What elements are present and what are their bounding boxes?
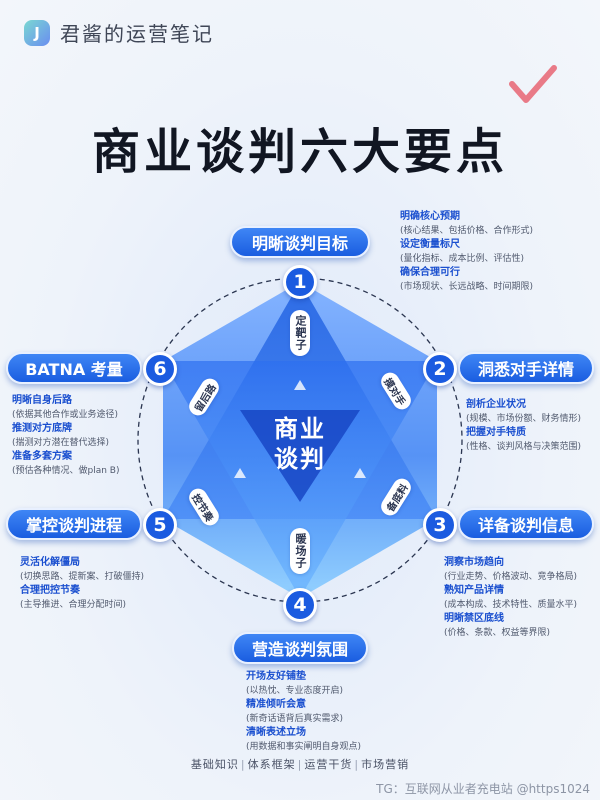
arrow-left-icon	[234, 468, 246, 478]
watermark: TG：互联网从业者充电站 @https1024	[376, 782, 590, 796]
arrow-up-icon	[294, 380, 306, 390]
center-label: 商业 谈判	[250, 414, 350, 474]
note-heading: 准备多套方案	[12, 451, 72, 462]
node-4-tag: 暖场子	[290, 528, 310, 574]
note-detail: (以热忱、专业态度开启)	[246, 686, 344, 696]
note-detail: (行业走势、价格波动、竞争格局)	[444, 572, 578, 582]
node-2-label[interactable]: 洞悉对手详情	[458, 352, 594, 384]
node-2-number: 2	[423, 352, 457, 386]
note-heading: 设定衡量标尺	[400, 239, 460, 250]
note-detail: (市场现状、长远战略、时间期限)	[400, 282, 534, 292]
note-detail: (新奇话语背后真实需求)	[246, 714, 344, 724]
check-mark-icon	[509, 65, 557, 103]
notes-node-1: 明确核心预期 (核心结果、包括价格、合作形式) 设定衡量标尺 (量化指标、成本比…	[400, 210, 590, 294]
footer-categories: 基础知识|体系框架|运营干货|市场营销	[190, 758, 410, 771]
node-5-number: 5	[143, 508, 177, 542]
node-1-tag: 定靶子	[290, 310, 310, 356]
node-1-label[interactable]: 明晰谈判目标	[230, 226, 370, 258]
center-line-2: 谈判	[274, 445, 326, 473]
note-detail: (依据其他合作或业务途径)	[12, 410, 119, 420]
node-1-number: 1	[283, 265, 317, 299]
note-detail: (成本构成、技术特性、质量水平)	[444, 600, 578, 610]
note-heading: 开场友好铺垫	[246, 671, 306, 682]
note-heading: 推测对方底牌	[12, 423, 72, 434]
node-3-number: 3	[423, 508, 457, 542]
notes-node-4: 开场友好铺垫 (以热忱、专业态度开启) 精准倾听会意 (新奇话语背后真实需求) …	[246, 670, 446, 754]
footer-item[interactable]: 基础知识	[190, 758, 239, 771]
note-detail: (揣测对方潜在替代选择)	[12, 438, 110, 448]
brand-logo-icon: J	[24, 19, 50, 46]
note-heading: 确保合理可行	[400, 267, 460, 278]
brand: J 君酱的运营笔记	[24, 18, 214, 47]
note-detail: (核心结果、包括价格、合作形式)	[400, 226, 534, 236]
node-3-label[interactable]: 详备谈判信息	[458, 508, 594, 540]
center-line-1: 商业	[274, 415, 326, 443]
notes-node-5: 灵活化解僵局 (切换思路、提新案、打破僵持) 合理把控节奏 (主导推进、合理分配…	[20, 556, 180, 612]
notes-node-2: 剖析企业状况 (规模、市场份额、财务情形) 把握对手特质 (性格、谈判风格与决策…	[466, 398, 596, 454]
note-heading: 合理把控节奏	[20, 585, 80, 596]
note-heading: 明晰自身后路	[12, 395, 72, 406]
note-heading: 洞察市场趋向	[444, 557, 504, 568]
footer-item[interactable]: 体系框架	[247, 758, 296, 771]
node-6-label[interactable]: BATNA 考量	[6, 352, 142, 384]
footer-item[interactable]: 市场营销	[361, 758, 410, 771]
notes-node-6: 明晰自身后路 (依据其他合作或业务途径) 推测对方底牌 (揣测对方潜在替代选择)…	[12, 394, 162, 478]
note-detail: (量化指标、成本比例、评估性)	[400, 254, 525, 264]
note-heading: 灵活化解僵局	[20, 557, 80, 568]
node-6-number: 6	[143, 352, 177, 386]
note-heading: 把握对手特质	[466, 427, 526, 438]
arrow-right-icon	[354, 468, 366, 478]
node-5-label[interactable]: 掌控谈判进程	[6, 508, 142, 540]
page-title: 商业谈判六大要点	[91, 124, 508, 180]
center-triangle	[240, 410, 360, 502]
note-detail: (主导推进、合理分配时间)	[20, 600, 127, 610]
brand-name: 君酱的运营笔记	[60, 22, 214, 46]
note-heading: 精准倾听会意	[246, 699, 306, 710]
note-heading: 剖析企业状况	[466, 399, 526, 410]
note-detail: (预估各种情况、做plan B)	[12, 466, 120, 476]
node-4-number: 4	[283, 588, 317, 622]
note-detail: (规模、市场份额、财务情形)	[466, 414, 582, 424]
note-detail: (用数据和事实阐明自身观点)	[246, 742, 362, 752]
note-heading: 清晰表述立场	[246, 727, 306, 738]
note-heading: 熟知产品详情	[444, 585, 504, 596]
note-heading: 明晰禁区底线	[444, 613, 504, 624]
node-4-label[interactable]: 营造谈判氛围	[232, 632, 368, 664]
note-detail: (切换思路、提新案、打破僵持)	[20, 572, 145, 582]
footer-item[interactable]: 运营干货	[304, 758, 353, 771]
note-heading: 明确核心预期	[400, 211, 460, 222]
note-detail: (性格、谈判风格与决策范围)	[466, 442, 582, 452]
notes-node-3: 洞察市场趋向 (行业走势、价格波动、竞争格局) 熟知产品详情 (成本构成、技术特…	[444, 556, 598, 640]
note-detail: (价格、条款、权益等界限)	[444, 628, 551, 638]
